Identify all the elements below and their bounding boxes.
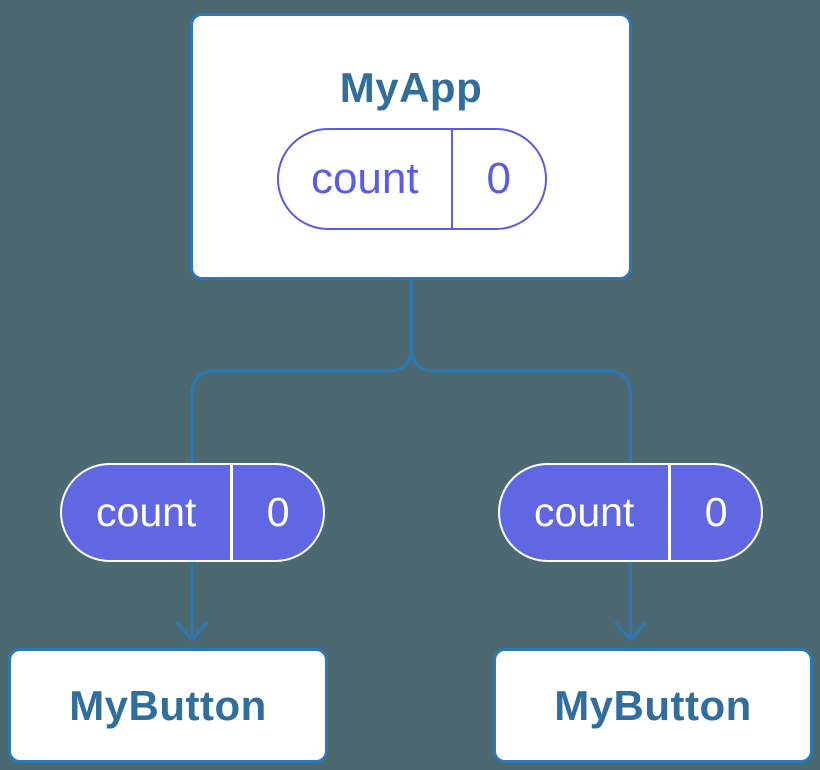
component-title: MyButton [69,681,267,729]
prop-name-cell: count [96,489,197,535]
component-title: MyButton [554,681,752,729]
prop-value-cell: 0 [266,489,290,535]
state-value-cell: 0 [486,154,512,203]
fork-left-connector [190,278,413,464]
right-arrowhead-icon [614,621,647,641]
component-node-mybutton-left: MyButton [8,648,328,763]
prop-pill-right-count: count 0 [498,463,763,562]
component-node-myapp: MyApp [190,13,632,280]
left-arrowhead-icon [176,621,208,641]
pill-divider [230,465,234,560]
pill-divider [450,130,453,228]
component-node-mybutton-right: MyButton [493,648,813,763]
fork-right-connector [410,278,632,464]
prop-pill-left-count: count 0 [60,463,325,562]
state-name-cell: count [310,154,419,203]
state-pill-myapp-count: count 0 [277,128,547,230]
component-title: MyApp [339,64,483,111]
prop-name-cell: count [534,489,635,535]
prop-value-cell: 0 [704,489,728,535]
pill-divider [668,465,672,560]
